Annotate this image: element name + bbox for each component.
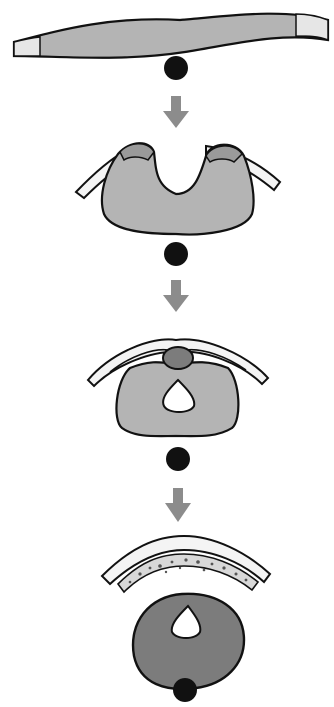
- notochord-dot: [173, 678, 197, 702]
- arrow-down-icon: [165, 488, 191, 522]
- stage-neural-tube-closed: [102, 536, 270, 702]
- arrow-down-icon: [163, 280, 189, 312]
- stage-neural-plate: [14, 14, 328, 80]
- stage-neural-groove: [76, 143, 280, 266]
- right-plate-edge: [296, 14, 328, 40]
- left-fold-tip: [120, 144, 154, 160]
- stage-neural-tube-closing: [88, 339, 268, 471]
- arrow-down-icon: [163, 96, 189, 128]
- notochord-dot: [164, 56, 188, 80]
- notochord-dot: [164, 242, 188, 266]
- neural-crest: [163, 347, 193, 369]
- notochord-dot: [166, 447, 190, 471]
- neural-plate: [14, 14, 328, 58]
